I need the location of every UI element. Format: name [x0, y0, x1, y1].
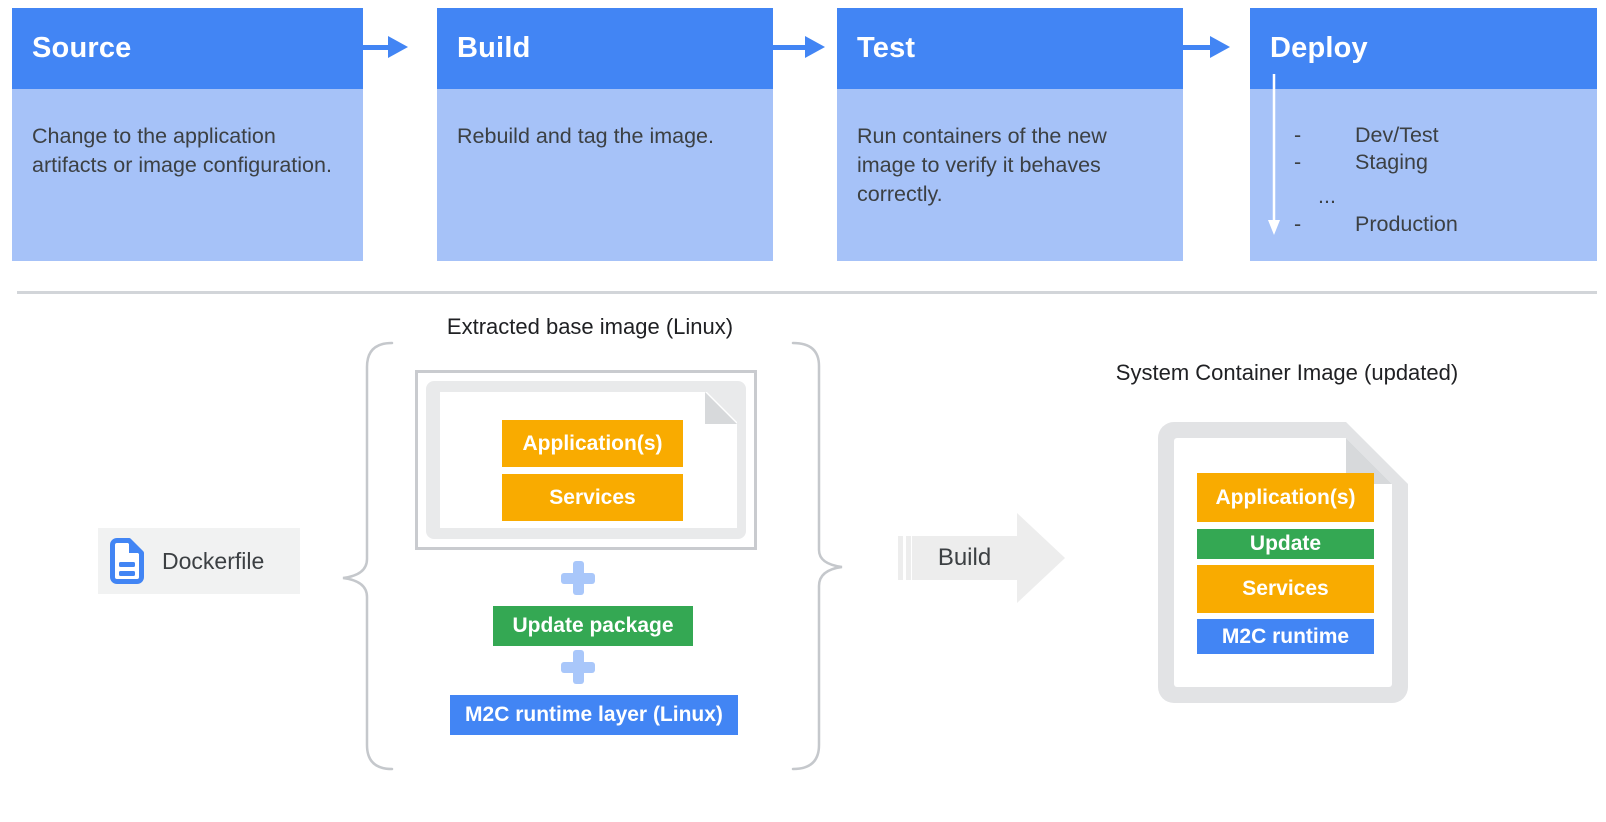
arrow-line [363, 44, 388, 50]
arrow-head [1017, 513, 1065, 603]
arrow-line [773, 44, 805, 50]
arrow-stripe [898, 536, 903, 580]
deploy-item-bullet: - [1294, 123, 1302, 147]
plus-icon [561, 650, 595, 684]
build-arrow-icon: Build [878, 513, 1068, 603]
layer-services: Services [502, 474, 683, 521]
layer-update: Update [1197, 529, 1374, 559]
deploy-item: - Staging [1294, 148, 1428, 174]
layer-services: Services [1197, 565, 1374, 613]
dockerfile-icon [110, 538, 144, 584]
deploy-item-label: ... [1318, 184, 1336, 208]
stage-deploy: Deploy - Dev/Test - Staging ... - Produc… [1250, 8, 1597, 261]
plus-icon [561, 561, 595, 595]
deploy-item-label: Production [1355, 212, 1458, 236]
stage-build-description: Rebuild and tag the image. [437, 89, 773, 261]
stage-test: Test Run containers of the new image to … [837, 8, 1183, 261]
deploy-item: - Dev/Test [1294, 121, 1439, 147]
stage-source-title: Source [12, 8, 363, 89]
stage-build-title: Build [437, 8, 773, 89]
deploy-item-label: Staging [1355, 150, 1428, 174]
stage-source-description: Change to the application artifacts or i… [12, 89, 363, 261]
arrow-head [1210, 36, 1230, 58]
dockerfile-chip: Dockerfile [98, 528, 300, 594]
left-brace-icon [342, 341, 394, 771]
deploy-item-bullet: - [1294, 150, 1302, 174]
deploy-item: ... [1318, 182, 1336, 208]
flow-arrow-icon [773, 36, 825, 58]
deploy-flow-arrow-icon [1268, 74, 1280, 235]
dockerfile-label: Dockerfile [162, 547, 265, 574]
update-package-box: Update package [493, 606, 693, 646]
stage-source: Source Change to the application artifac… [12, 8, 363, 261]
deploy-item-label: Dev/Test [1355, 123, 1439, 147]
layer-applications: Application(s) [1197, 473, 1374, 522]
brace-group [342, 341, 843, 771]
build-arrow-label: Build [912, 536, 1017, 580]
extracted-base-image-title: Extracted base image (Linux) [446, 314, 734, 339]
stage-deploy-title: Deploy [1250, 8, 1597, 89]
stage-test-description: Run containers of the new image to verif… [837, 89, 1183, 261]
system-container-image-title: System Container Image (updated) [1115, 360, 1459, 385]
arrow-head [805, 36, 825, 58]
right-brace-icon [791, 341, 843, 771]
runtime-layer-box: M2C runtime layer (Linux) [450, 695, 738, 735]
arrow-stripe [906, 536, 911, 580]
section-divider [17, 291, 1597, 294]
deploy-item: - Production [1294, 210, 1458, 236]
deploy-item-bullet: - [1294, 212, 1302, 236]
stage-test-title: Test [837, 8, 1183, 89]
layer-applications: Application(s) [502, 420, 683, 467]
layer-m2c-runtime: M2C runtime [1197, 619, 1374, 654]
stage-deploy-body: - Dev/Test - Staging ... - Production [1250, 74, 1597, 261]
arrow-head [388, 36, 408, 58]
stage-build: Build Rebuild and tag the image. [437, 8, 773, 261]
arrow-line [1183, 44, 1210, 50]
flow-arrow-icon [363, 36, 408, 58]
flow-arrow-icon [1183, 36, 1230, 58]
